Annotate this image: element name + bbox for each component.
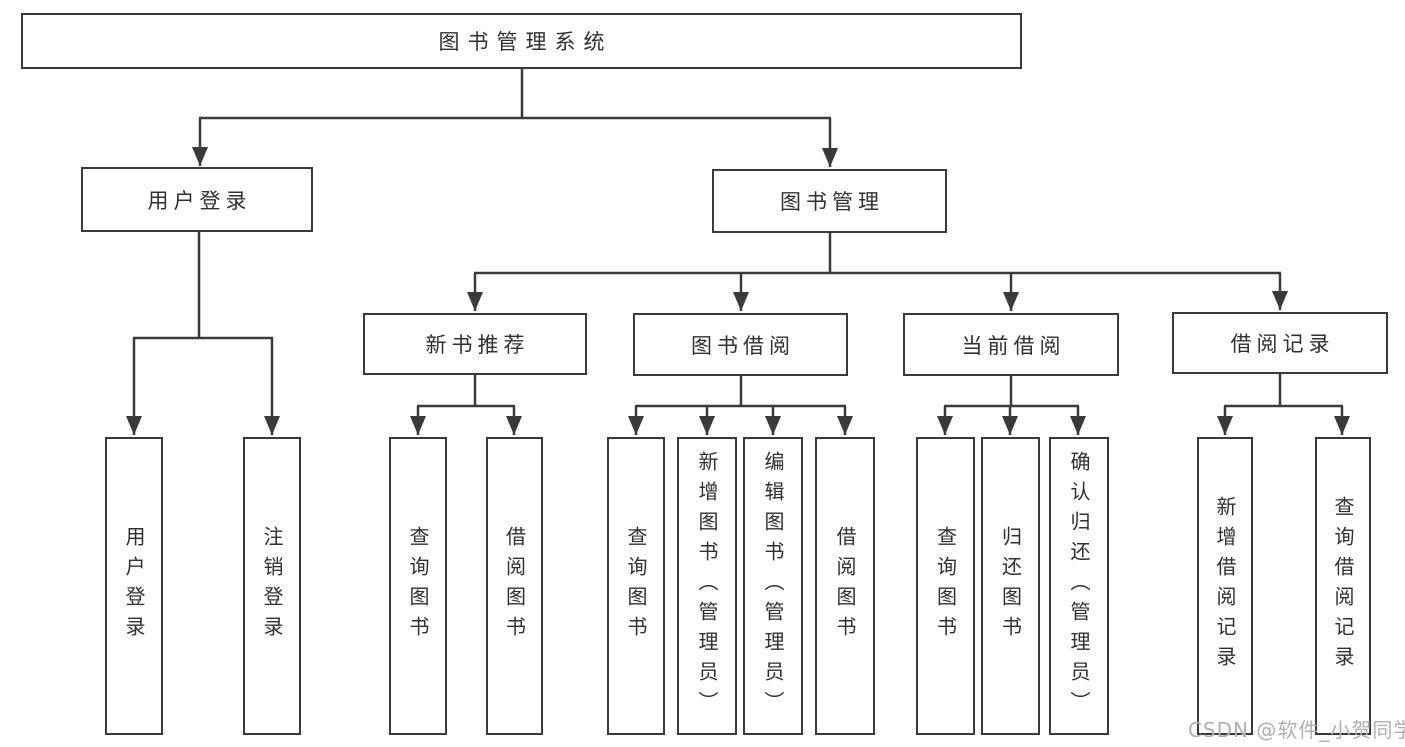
node-label: 图书管理系统 (438, 30, 613, 54)
connector-user-login-to-leaves (126, 232, 280, 435)
node-label: 当前借阅 (961, 333, 1066, 358)
leaf-return-books: 归还图书 (981, 437, 1040, 735)
connector-current-borrow-to-leaves (937, 376, 1086, 435)
leaf-search-books-recommend: 查询图书 (389, 437, 447, 735)
node-current-borrowing: 当前借阅 (903, 313, 1119, 376)
node-label: 新增图书（管理员） (695, 451, 719, 721)
leaf-add-books-admin: 新增图书（管理员） (677, 437, 737, 735)
leaf-add-borrow-record: 新增借阅记录 (1197, 437, 1253, 735)
node-label: 图书借阅 (691, 333, 795, 358)
node-label: 查询图书 (933, 526, 958, 646)
node-label: 图书管理 (780, 190, 884, 214)
connector-book-borrow-to-leaves (628, 376, 853, 435)
node-label: 用户登录 (147, 188, 252, 213)
csdn-watermark: CSDN @软件_小贺同学 (1188, 718, 1405, 742)
connector-root-to-level2 (192, 69, 838, 167)
node-label: 编辑图书（管理员） (761, 451, 785, 721)
node-label: 借阅记录 (1230, 332, 1335, 356)
connector-new-book-to-leaves (410, 375, 522, 435)
leaf-logout: 注销登录 (243, 437, 301, 735)
leaf-borrow-books-recommend: 借阅图书 (486, 437, 543, 735)
node-label: 归还图书 (998, 526, 1023, 646)
leaf-user-login: 用户登录 (105, 437, 163, 735)
connector-book-management-to-level3 (467, 233, 1288, 311)
node-book-borrowing: 图书借阅 (633, 313, 848, 376)
node-label: 查询借阅记录 (1331, 496, 1355, 676)
node-label: 借阅图书 (833, 526, 857, 646)
node-label: 查询图书 (406, 526, 430, 646)
leaf-search-books-borrow: 查询图书 (607, 437, 665, 735)
leaf-search-borrow-record: 查询借阅记录 (1315, 437, 1371, 735)
node-borrowing-records: 借阅记录 (1172, 312, 1388, 374)
node-label: 确认归还（管理员） (1067, 451, 1091, 721)
leaf-search-books-current: 查询图书 (916, 437, 975, 735)
leaf-edit-books-admin: 编辑图书（管理员） (743, 437, 803, 735)
node-library-management-system: 图书管理系统 (21, 13, 1022, 69)
connector-borrow-records-to-leaves (1217, 374, 1350, 435)
leaf-borrow-books: 借阅图书 (815, 437, 875, 735)
node-new-book-recommendation: 新书推荐 (363, 313, 587, 375)
node-user-login: 用户登录 (81, 167, 313, 232)
node-label: 新增借阅记录 (1213, 496, 1237, 676)
node-label: 注销登录 (260, 526, 284, 646)
leaf-confirm-return-admin: 确认归还（管理员） (1049, 437, 1109, 735)
node-label: 新书推荐 (425, 333, 530, 357)
node-label: 借阅图书 (502, 526, 527, 646)
node-book-management: 图书管理 (712, 169, 947, 233)
node-label: 查询图书 (624, 526, 648, 646)
node-label: 用户登录 (122, 526, 146, 646)
